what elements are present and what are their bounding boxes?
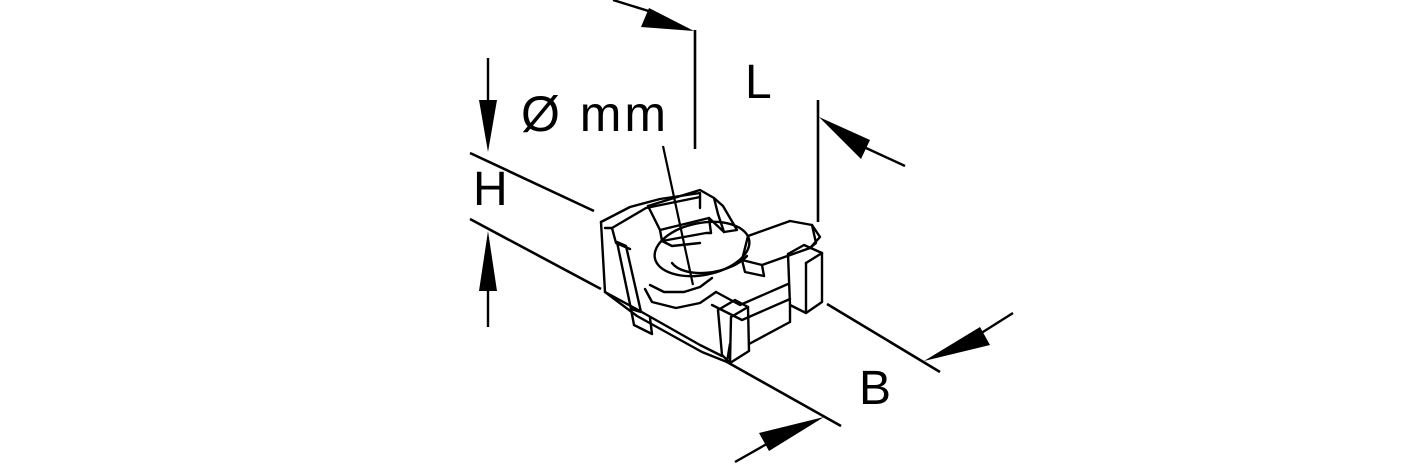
- saddle-seat-curve: [648, 276, 714, 294]
- rear-inner-shelf-lower: [660, 239, 702, 248]
- front-bar-bottom: [710, 297, 792, 322]
- length-dimension-group: L: [612, 0, 906, 222]
- mounting-hole-outer-icon: [653, 220, 751, 278]
- rear-ridge-right-edge: [712, 196, 726, 234]
- right-flange-top: [786, 243, 824, 256]
- height-upper-arrowhead-icon: [479, 100, 497, 152]
- height-dimension-group: H: [469, 58, 602, 327]
- front-leg-outer: [728, 305, 751, 365]
- width-dimension-group: B: [726, 302, 1014, 464]
- right-flange-inner: [786, 252, 808, 315]
- diameter-callout-group: Ø mm: [521, 86, 695, 286]
- right-cantilever-end-face: [808, 223, 818, 250]
- length-right-arrowhead-icon: [819, 117, 870, 159]
- height-lower-arrowhead-icon: [479, 231, 497, 291]
- front-bar-top: [714, 282, 790, 307]
- diameter-callout-label: Ø mm: [521, 86, 669, 142]
- right-flange-outer: [804, 251, 824, 315]
- right-cantilever-lower-face: [740, 258, 766, 278]
- saddle-seat-lower-curve: [643, 287, 718, 310]
- width-dimension-label: B: [859, 362, 891, 415]
- width-lower-extension-line: [726, 360, 842, 428]
- left-wall-inner-face: [610, 226, 632, 251]
- height-lower-extension-line: [469, 217, 602, 291]
- right-cantilever-top: [740, 219, 822, 267]
- length-left-arrowhead-icon: [641, 8, 694, 31]
- width-lower-arrowhead-icon: [759, 417, 824, 451]
- left-wall-top-edge: [603, 195, 702, 230]
- front-leg-inner: [716, 308, 733, 365]
- rear-ridge-inner-edge: [707, 216, 713, 235]
- height-dimension-label: H: [473, 163, 508, 216]
- front-leg-top: [716, 298, 750, 312]
- length-right-leader-line: [865, 146, 906, 168]
- width-upper-arrowhead-icon: [924, 327, 990, 361]
- base-right-lower-edge: [747, 303, 792, 346]
- left-strut-foot: [629, 307, 654, 336]
- rear-ridge-top: [646, 188, 739, 234]
- length-dimension-label: L: [745, 56, 772, 109]
- diameter-leader-line: [661, 145, 695, 286]
- base-lower-front-edge: [603, 290, 724, 358]
- right-cantilever-under-edge: [760, 263, 766, 278]
- cable-tie-mount-object: [599, 188, 824, 365]
- rear-inner-shelf: [658, 228, 713, 243]
- width-upper-extension-line: [826, 302, 941, 374]
- mounting-hole-inner-icon: [670, 254, 749, 275]
- height-upper-extension-line: [469, 151, 595, 213]
